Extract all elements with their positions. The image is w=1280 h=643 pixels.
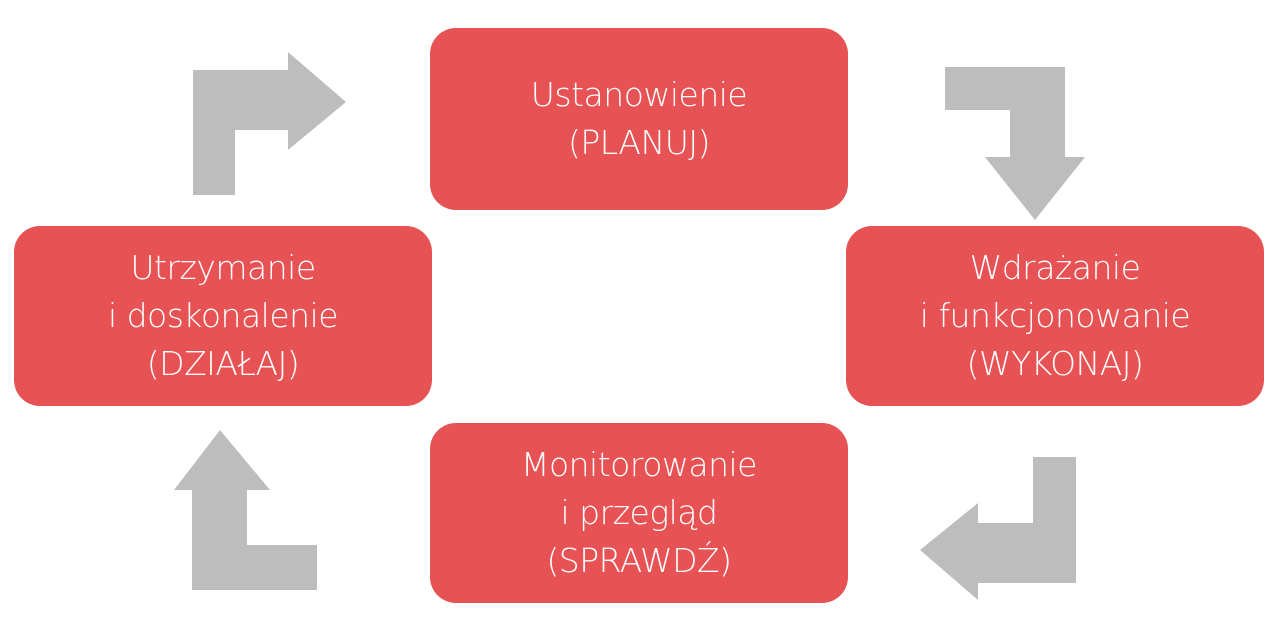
stage-act-box: Utrzymanie i doskonalenie (DZIAŁAJ) <box>14 226 432 406</box>
stage-act-subtitle: i doskonalenie <box>107 296 339 335</box>
stage-do-tag: (WYKONAJ) <box>966 344 1144 383</box>
stage-act-tag: (DZIAŁAJ) <box>146 344 300 383</box>
corner-arrow-down-left-icon <box>918 455 1083 603</box>
stage-check-subtitle: i przegląd <box>560 493 718 532</box>
corner-arrow-right-up-icon <box>172 428 322 593</box>
stage-plan-box: Ustanowienie (PLANUJ) <box>430 28 848 210</box>
corner-arrow-up-right-icon <box>188 50 353 198</box>
stage-act-title: Utrzymanie <box>130 248 316 287</box>
corner-arrow-right-down-icon <box>940 62 1090 222</box>
stage-plan-title: Ustanowienie <box>530 75 748 114</box>
stage-check-title: Monitorowanie <box>520 445 758 484</box>
stage-plan-tag: (PLANUJ) <box>568 123 710 162</box>
stage-check-tag: (SPRAWDŹ) <box>546 541 732 580</box>
stage-do-title: Wdrażanie <box>969 248 1141 287</box>
stage-do-box: Wdrażanie i funkcjonowanie (WYKONAJ) <box>846 226 1264 406</box>
stage-check-box: Monitorowanie i przegląd (SPRAWDŹ) <box>430 423 848 603</box>
stage-do-subtitle: i funkcjonowanie <box>919 296 1191 335</box>
